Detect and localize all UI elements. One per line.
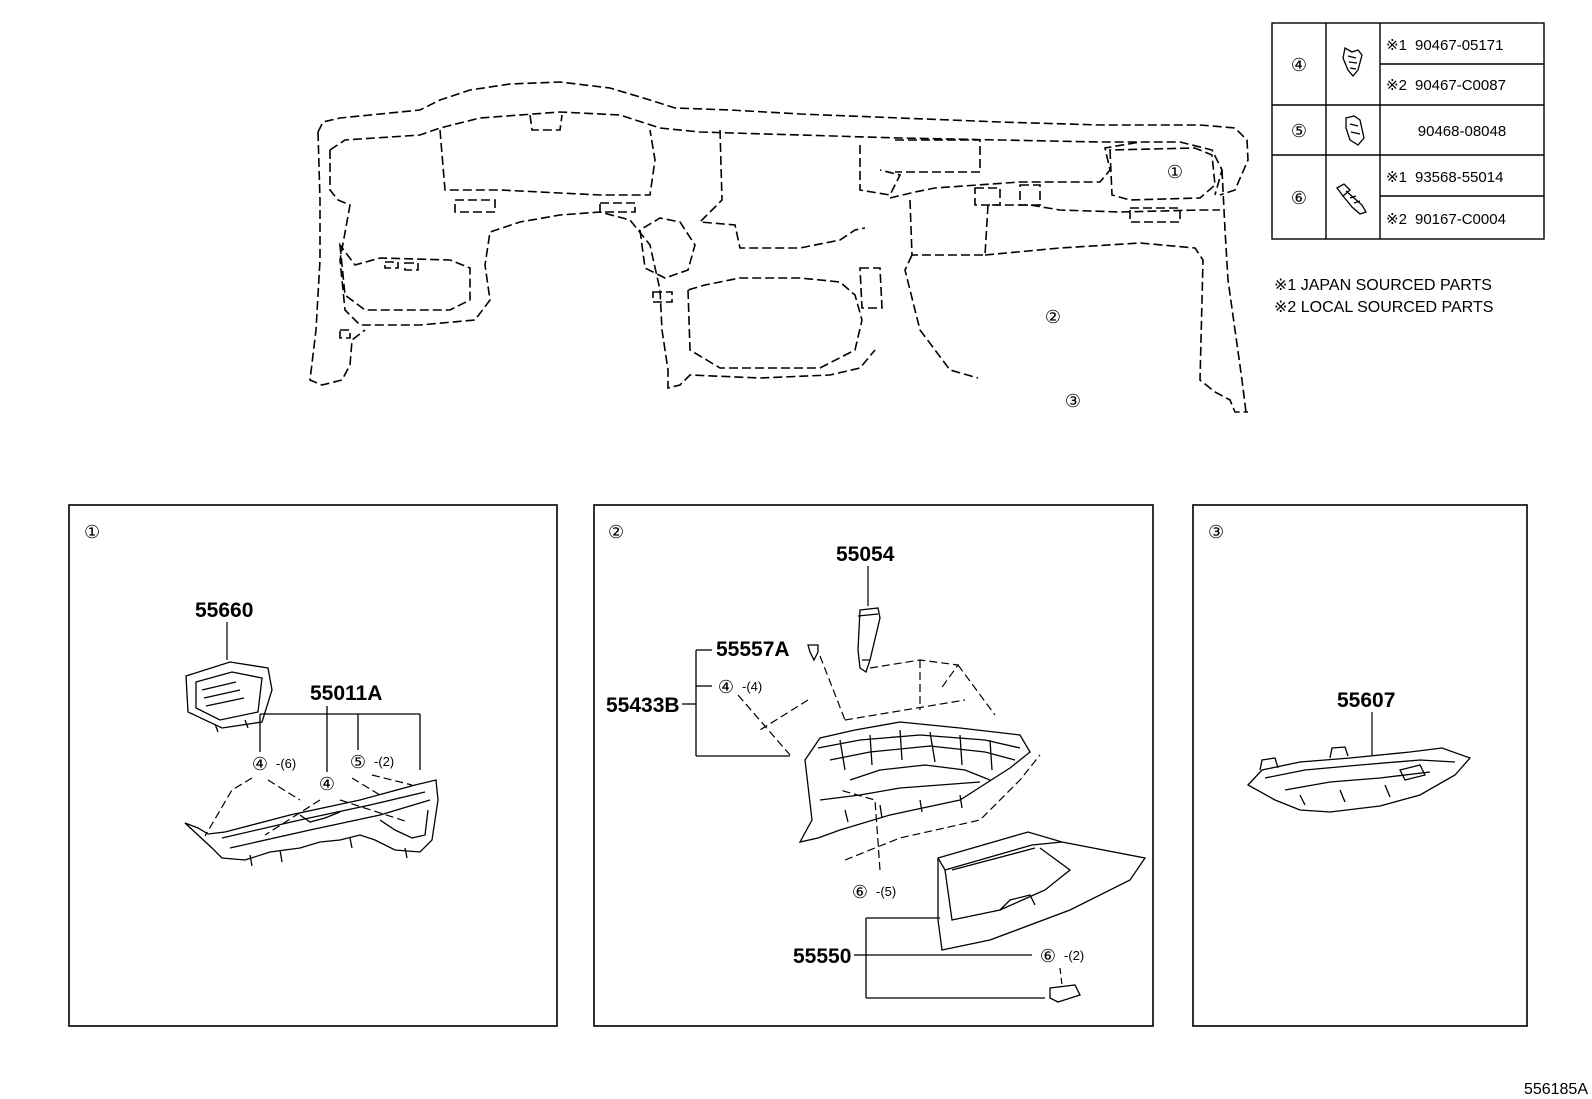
part-55011A: 55011A bbox=[310, 682, 382, 705]
parts-table bbox=[1271, 22, 1545, 240]
callout-4b: ④ bbox=[319, 774, 335, 794]
panel-1: ① 55660 55011A ④ -(6) ④ ⑤ -(2) bbox=[68, 504, 558, 1027]
dashboard-overview bbox=[309, 81, 1249, 413]
panel-2-title: ② bbox=[608, 522, 624, 542]
switch-module-55660 bbox=[185, 661, 273, 733]
table-part-6-1: 93568-55014 bbox=[1415, 169, 1503, 186]
panel-3: ③ 55607 bbox=[1192, 504, 1528, 1027]
striker-part bbox=[1049, 984, 1081, 1003]
note-local-sourced: ※2 LOCAL SOURCED PARTS bbox=[1274, 299, 1493, 316]
part-55433B: 55433B bbox=[606, 694, 680, 717]
clip-icon-4 bbox=[1342, 46, 1363, 78]
screw-icon-6 bbox=[1336, 183, 1367, 215]
table-part-5: 90468-08048 bbox=[1418, 123, 1506, 140]
table-part-4-2: 90467-C0087 bbox=[1415, 77, 1506, 94]
clip-icon-5 bbox=[1345, 115, 1365, 146]
part-55557A: 55557A bbox=[716, 638, 790, 661]
part-55550: 55550 bbox=[793, 945, 851, 968]
lower-panel-55607 bbox=[1246, 746, 1472, 813]
panel-1-title: ① bbox=[84, 522, 100, 542]
lamp-55054 bbox=[857, 607, 881, 674]
note-japan-sourced: ※1 JAPAN SOURCED PARTS bbox=[1274, 277, 1492, 294]
part-55607: 55607 bbox=[1337, 689, 1395, 712]
panel-1-callouts: ④ -(6) ④ ⑤ -(2) bbox=[252, 752, 394, 794]
glovebox-frame-55433B bbox=[798, 721, 1031, 843]
qty-panel2-6b: -(2) bbox=[1064, 948, 1084, 963]
parts-table-refs: ④ ⑤ ⑥ bbox=[1291, 55, 1307, 208]
table-ref-4: ④ bbox=[1291, 55, 1307, 75]
qty-panel2-4: -(4) bbox=[742, 679, 762, 694]
panel-3-title: ③ bbox=[1208, 522, 1224, 542]
part-55054: 55054 bbox=[836, 543, 895, 566]
overview-label-1: ① bbox=[1167, 162, 1183, 182]
qty-4a: -(6) bbox=[276, 756, 296, 771]
table-mark-6-2: ※2 bbox=[1386, 211, 1407, 228]
table-mark-4-1: ※1 bbox=[1386, 37, 1407, 54]
table-mark-6-1: ※1 bbox=[1386, 169, 1407, 186]
table-mark-4-2: ※2 bbox=[1386, 77, 1407, 94]
callout-4a: ④ bbox=[252, 754, 268, 774]
callout-5: ⑤ bbox=[350, 752, 366, 772]
glovebox-door-55550 bbox=[937, 831, 1147, 951]
notes: ※1 JAPAN SOURCED PARTS ※2 LOCAL SOURCED … bbox=[1274, 277, 1493, 316]
parts-table-codes: ※1 90467-05171 ※2 90467-C0087 90468-0804… bbox=[1386, 37, 1506, 228]
clip-55557A bbox=[807, 644, 819, 662]
part-55660: 55660 bbox=[195, 599, 253, 622]
qty-5: -(2) bbox=[374, 754, 394, 769]
callout-panel2-6a: ⑥ bbox=[852, 882, 868, 902]
callout-panel2-6b: ⑥ bbox=[1040, 946, 1056, 966]
panel-upper-55011A bbox=[184, 779, 439, 867]
overview-label-2: ② bbox=[1045, 307, 1061, 327]
overview-labels: ① ② ③ bbox=[1045, 162, 1183, 411]
table-ref-6: ⑥ bbox=[1291, 188, 1307, 208]
diagram-id: 556185A bbox=[1524, 1081, 1588, 1098]
qty-panel2-6a: -(5) bbox=[876, 884, 896, 899]
callout-panel2-4: ④ bbox=[718, 677, 734, 697]
panel-2: ② 55054 55557A 55433B ④ -(4) bbox=[593, 504, 1154, 1027]
table-part-6-2: 90167-C0004 bbox=[1415, 211, 1506, 228]
table-part-4-1: 90467-05171 bbox=[1415, 37, 1503, 54]
overview-label-3: ③ bbox=[1065, 391, 1081, 411]
table-ref-5: ⑤ bbox=[1291, 121, 1307, 141]
